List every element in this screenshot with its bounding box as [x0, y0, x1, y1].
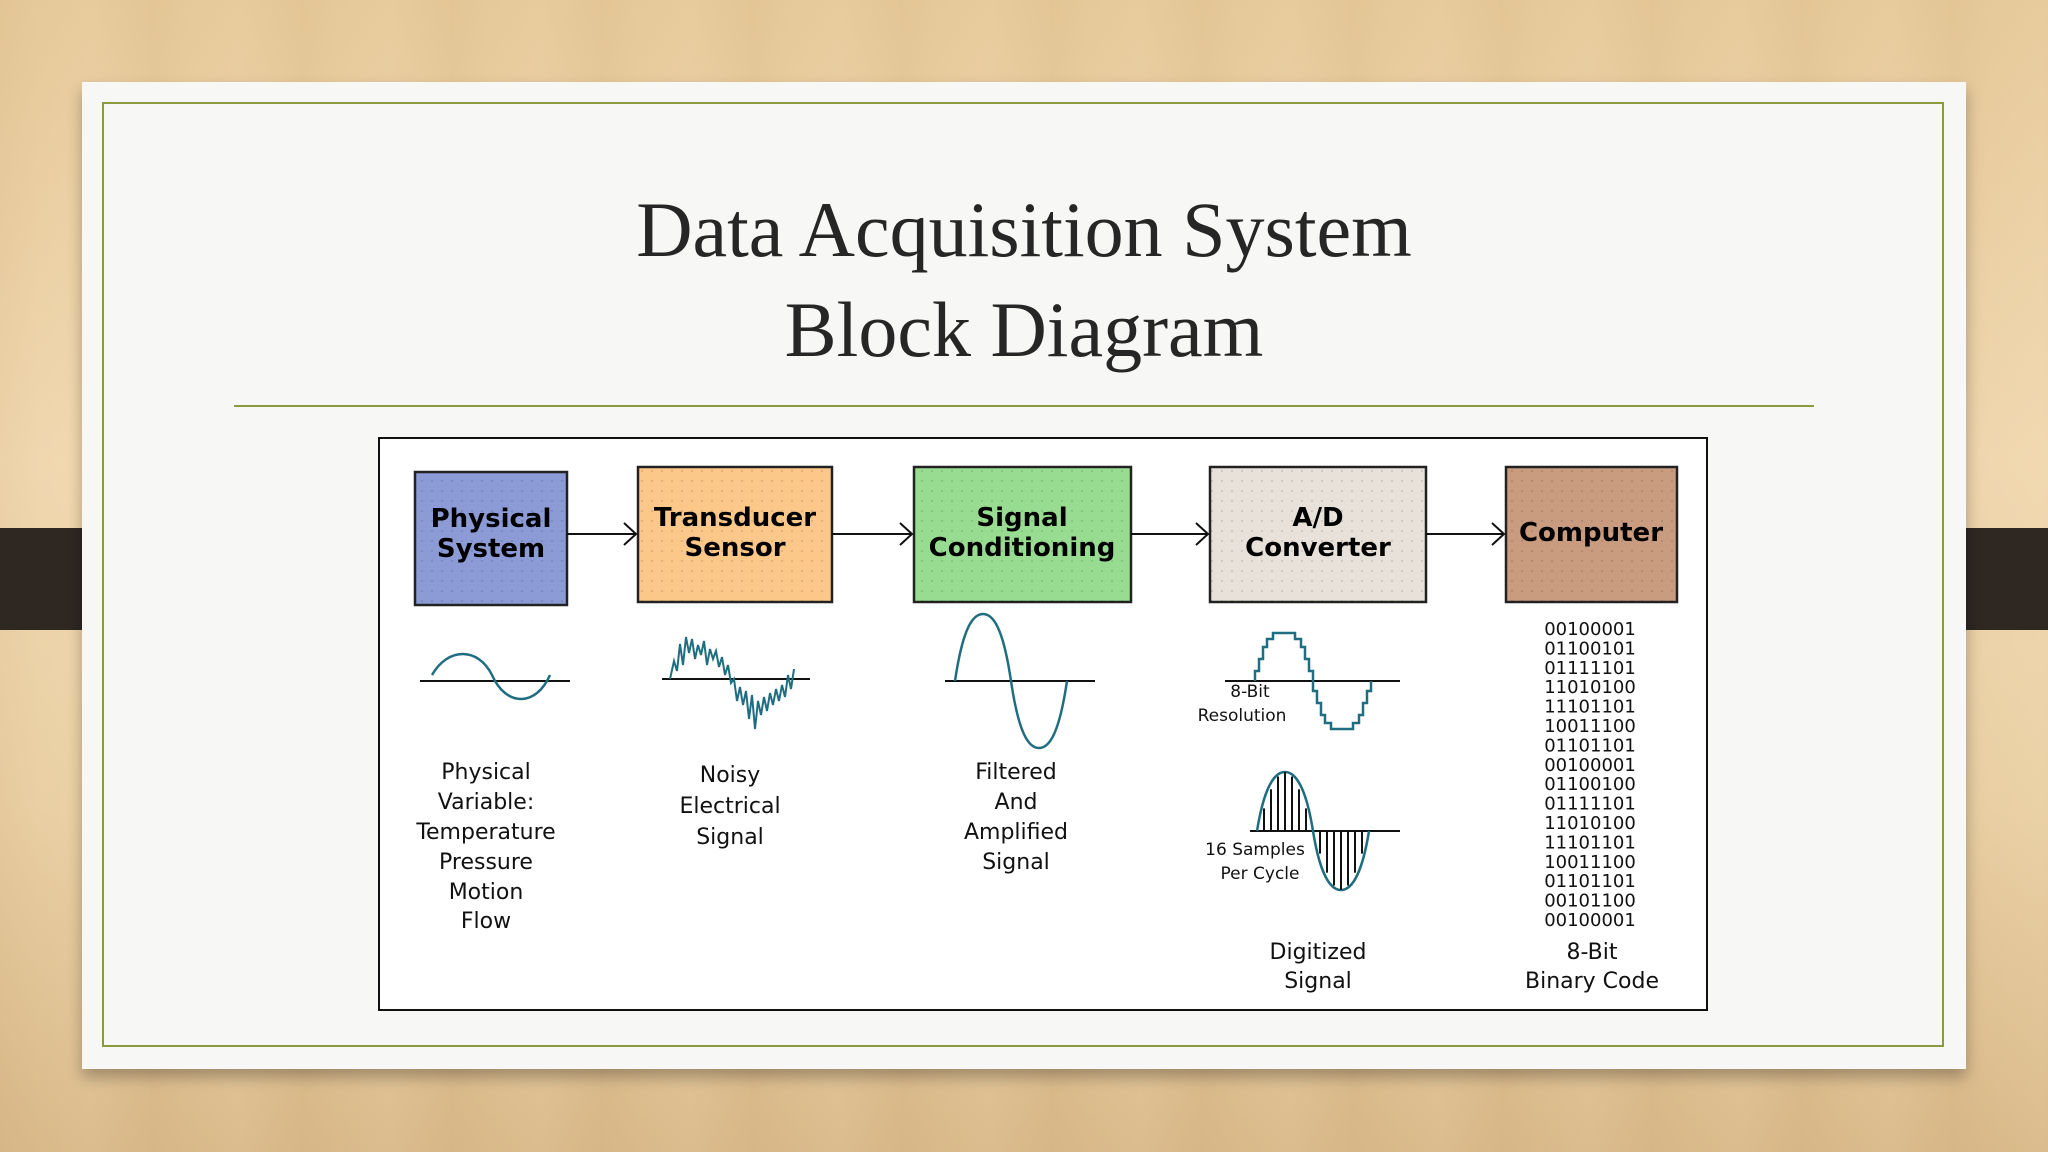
svg-text:Flow: Flow — [461, 909, 511, 934]
caption-binary-code: 8-Bit Binary Code — [1525, 940, 1659, 994]
filtered-signal-waveform — [945, 612, 1095, 750]
arrow-3 — [1131, 522, 1210, 546]
binary-code-4: 11010100 — [1544, 677, 1636, 698]
sampling-label: 16 Samples — [1205, 840, 1305, 860]
svg-text:Pressure: Pressure — [439, 850, 533, 875]
captions: Physical Variable: Temperature Pressure … — [415, 760, 1659, 994]
physical-variable-waveform — [420, 652, 570, 701]
binary-code-3: 01111101 — [1544, 658, 1636, 679]
block-transducer-sensor: Transducer Sensor — [636, 465, 834, 604]
sample-lines — [1263, 772, 1363, 890]
block-signal-conditioning: Signal Conditioning — [912, 465, 1133, 604]
binary-code-6: 10011100 — [1544, 716, 1636, 737]
sampling-label: Per Cycle — [1221, 864, 1300, 884]
svg-text:Digitized: Digitized — [1270, 940, 1367, 965]
binary-code-13: 10011100 — [1544, 852, 1636, 873]
binary-code-12: 11101101 — [1544, 832, 1636, 853]
block-label: Signal — [976, 503, 1067, 533]
resolution-waveform: 8-Bit Resolution — [1198, 631, 1400, 731]
binary-code-16: 00100001 — [1544, 910, 1636, 931]
svg-text:Signal: Signal — [696, 825, 764, 850]
block-label: Transducer — [654, 503, 816, 533]
caption-filtered-signal: Filtered And Amplified Signal — [964, 760, 1068, 875]
title-divider — [234, 405, 1814, 407]
binary-code-9: 01100100 — [1544, 774, 1636, 795]
svg-text:Motion: Motion — [449, 880, 524, 905]
binary-code-5: 11101101 — [1544, 697, 1636, 718]
block-diagram-canvas: Physical System Transducer Sensor Signal… — [413, 465, 1679, 994]
resolution-label: Resolution — [1198, 706, 1287, 726]
binary-code-14: 01101101 — [1544, 871, 1636, 892]
binary-code-8: 00100001 — [1544, 755, 1636, 776]
binary-code-10: 01111101 — [1544, 794, 1636, 815]
noisy-signal-waveform — [662, 636, 810, 730]
svg-text:And: And — [995, 790, 1038, 815]
svg-text:Electrical: Electrical — [679, 794, 780, 819]
binary-code-2: 01100101 — [1544, 638, 1636, 659]
block-label: A/D — [1292, 503, 1343, 533]
slide-frame — [102, 102, 1944, 1047]
svg-text:Binary Code: Binary Code — [1525, 969, 1659, 994]
caption-physical-variable: Physical Variable: Temperature Pressure … — [415, 760, 555, 934]
block-label: System — [437, 534, 545, 564]
block-computer: Computer — [1504, 465, 1679, 604]
svg-text:Amplified: Amplified — [964, 820, 1068, 845]
title-line-1: Data Acquisition System — [636, 186, 1412, 273]
block-physical-system: Physical System — [413, 470, 569, 607]
flow-arrows — [567, 522, 1506, 546]
sampling-waveform: 16 Samples Per Cycle — [1205, 770, 1400, 892]
svg-text:Signal: Signal — [982, 850, 1050, 875]
svg-text:Physical: Physical — [441, 760, 531, 785]
caption-digitized-signal: Digitized Signal — [1270, 940, 1367, 994]
svg-text:Noisy: Noisy — [700, 763, 761, 788]
block-label: Computer — [1519, 518, 1663, 548]
binary-code-list: 0010000101100101011111011101010011101101… — [1544, 619, 1636, 931]
block-label: Physical — [431, 504, 552, 534]
block-label: Converter — [1245, 533, 1391, 563]
svg-text:8-Bit: 8-Bit — [1567, 940, 1618, 965]
block-diagram: Physical System Transducer Sensor Signal… — [378, 437, 1708, 1011]
title-line-2: Block Diagram — [784, 286, 1264, 373]
arrow-1 — [567, 522, 638, 546]
svg-text:Signal: Signal — [1284, 969, 1352, 994]
arrow-4 — [1426, 522, 1506, 546]
svg-text:Variable:: Variable: — [438, 790, 535, 815]
slide-title: Data Acquisition System Block Diagram — [0, 180, 2048, 380]
block-label: Sensor — [684, 533, 785, 563]
resolution-label: 8-Bit — [1230, 682, 1270, 702]
binary-code-7: 01101101 — [1544, 735, 1636, 756]
svg-text:Temperature: Temperature — [415, 820, 555, 845]
svg-text:Filtered: Filtered — [975, 760, 1057, 785]
arrow-2 — [832, 522, 914, 546]
binary-code-15: 00101100 — [1544, 891, 1636, 912]
binary-code-11: 11010100 — [1544, 813, 1636, 834]
block-ad-converter: A/D Converter — [1208, 465, 1428, 604]
binary-code-1: 00100001 — [1544, 619, 1636, 640]
caption-noisy-signal: Noisy Electrical Signal — [679, 763, 780, 850]
block-label: Conditioning — [929, 533, 1116, 563]
